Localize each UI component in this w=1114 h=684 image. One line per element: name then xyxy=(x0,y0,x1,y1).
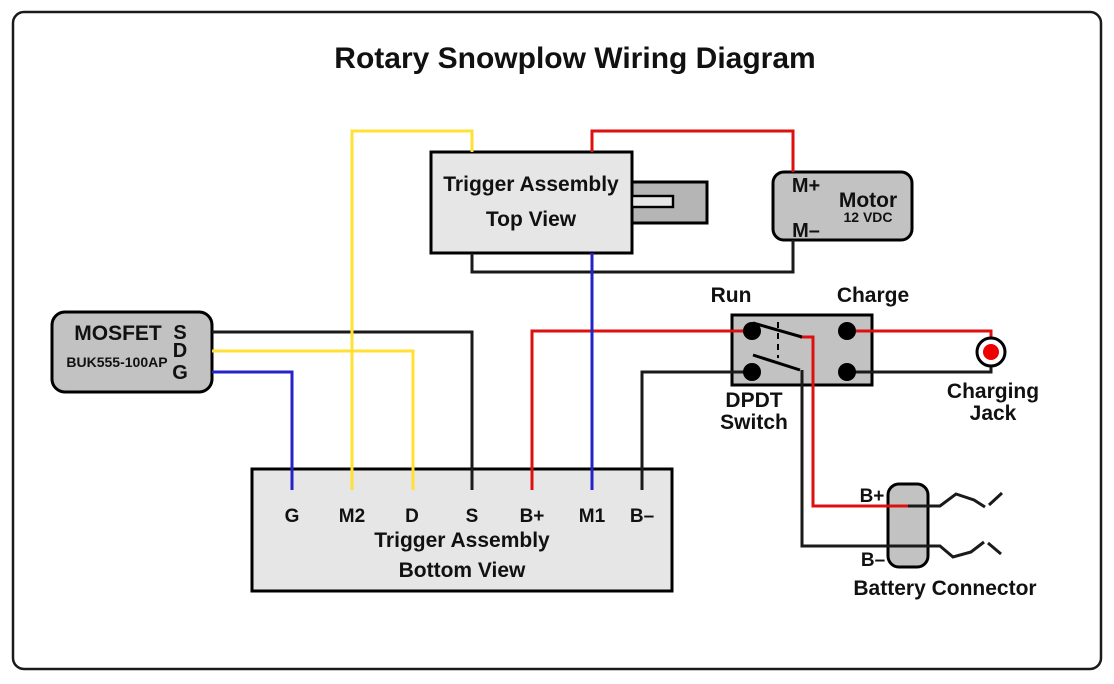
trigger-bottom-box xyxy=(250,467,674,593)
trigger-bottom-subtitle: Bottom View xyxy=(399,559,526,582)
terminal-label-d: D xyxy=(405,506,419,527)
battery-terminal-plus: B+ xyxy=(860,486,885,507)
motor-box xyxy=(771,170,914,242)
switch-contact-charge-bottom xyxy=(838,363,856,381)
wire-trigger-top-to-motor-minus xyxy=(470,240,795,274)
mosfet-name: MOSFET xyxy=(74,322,162,345)
motor-rating: 12 VDC xyxy=(843,209,892,225)
diagram-title: Rotary Snowplow Wiring Diagram xyxy=(334,42,815,75)
wire-switch-to-battery-plus xyxy=(800,335,908,508)
terminal-label-m2: M2 xyxy=(339,506,365,527)
trigger-top-subtitle: Top View xyxy=(486,208,577,231)
battery-minus-pigtail xyxy=(928,540,1002,559)
wire-switch-to-jack-tip xyxy=(847,329,993,339)
mosfet-pin-s: S xyxy=(173,322,186,344)
trigger-top-box xyxy=(429,150,634,255)
wire-mosfet-g-to-trigger-g xyxy=(212,370,294,490)
switch-contact-charge-top xyxy=(838,322,856,340)
switch-position-charge: Charge xyxy=(837,284,909,307)
trigger-top-title: Trigger Assembly xyxy=(443,173,619,196)
switch-label-line1: DPDT xyxy=(725,389,782,412)
wire-trigger-bplus-to-switch xyxy=(530,329,752,490)
battery-connector-label: Battery Connector xyxy=(853,577,1036,600)
wire-trigger-bminus-to-switch xyxy=(640,370,752,490)
mosfet-part-number: BUK555-100AP xyxy=(66,354,167,370)
terminal-label-g: G xyxy=(285,506,300,527)
charging-jack-label-line1: Charging xyxy=(947,380,1039,403)
battery-connector-box xyxy=(886,482,930,569)
wire-trigger-top-to-motor-plus xyxy=(590,129,795,172)
switch-label-line2: Switch xyxy=(720,411,788,434)
switch-position-run: Run xyxy=(711,284,752,307)
motor-terminal-plus: M+ xyxy=(792,175,820,197)
wire-mosfet-s-to-trigger-s xyxy=(212,330,474,490)
terminal-label-bminus: B– xyxy=(630,506,654,527)
terminal-label-bplus: B+ xyxy=(520,506,545,527)
switch-lever-top xyxy=(752,321,803,339)
trigger-bottom-title: Trigger Assembly xyxy=(374,529,550,552)
charging-jack-label-line2: Jack xyxy=(970,402,1017,425)
terminal-label-s: S xyxy=(466,506,479,527)
trigger-blade-slot xyxy=(630,194,675,209)
battery-plus-pigtail xyxy=(928,491,1004,509)
terminal-label-m1: M1 xyxy=(579,506,606,527)
switch-contact-run-bottom xyxy=(743,363,761,381)
wire-mosfet-d-to-trigger-d xyxy=(212,349,415,490)
switch-lever-bottom xyxy=(752,353,801,372)
wire-switch-to-jack-sleeve xyxy=(847,367,993,374)
mosfet-pin-g: G xyxy=(172,362,188,384)
motor-name: Motor xyxy=(839,189,897,212)
charging-jack-center xyxy=(983,344,999,360)
battery-terminal-minus: B– xyxy=(861,550,885,571)
wire-switch-to-battery-minus xyxy=(800,370,928,548)
wire-trigger-top-to-m2 xyxy=(350,129,474,490)
motor-terminal-minus: M– xyxy=(792,220,820,242)
switch-contact-run-top xyxy=(743,322,761,340)
mosfet-pin-d: D xyxy=(173,340,187,362)
